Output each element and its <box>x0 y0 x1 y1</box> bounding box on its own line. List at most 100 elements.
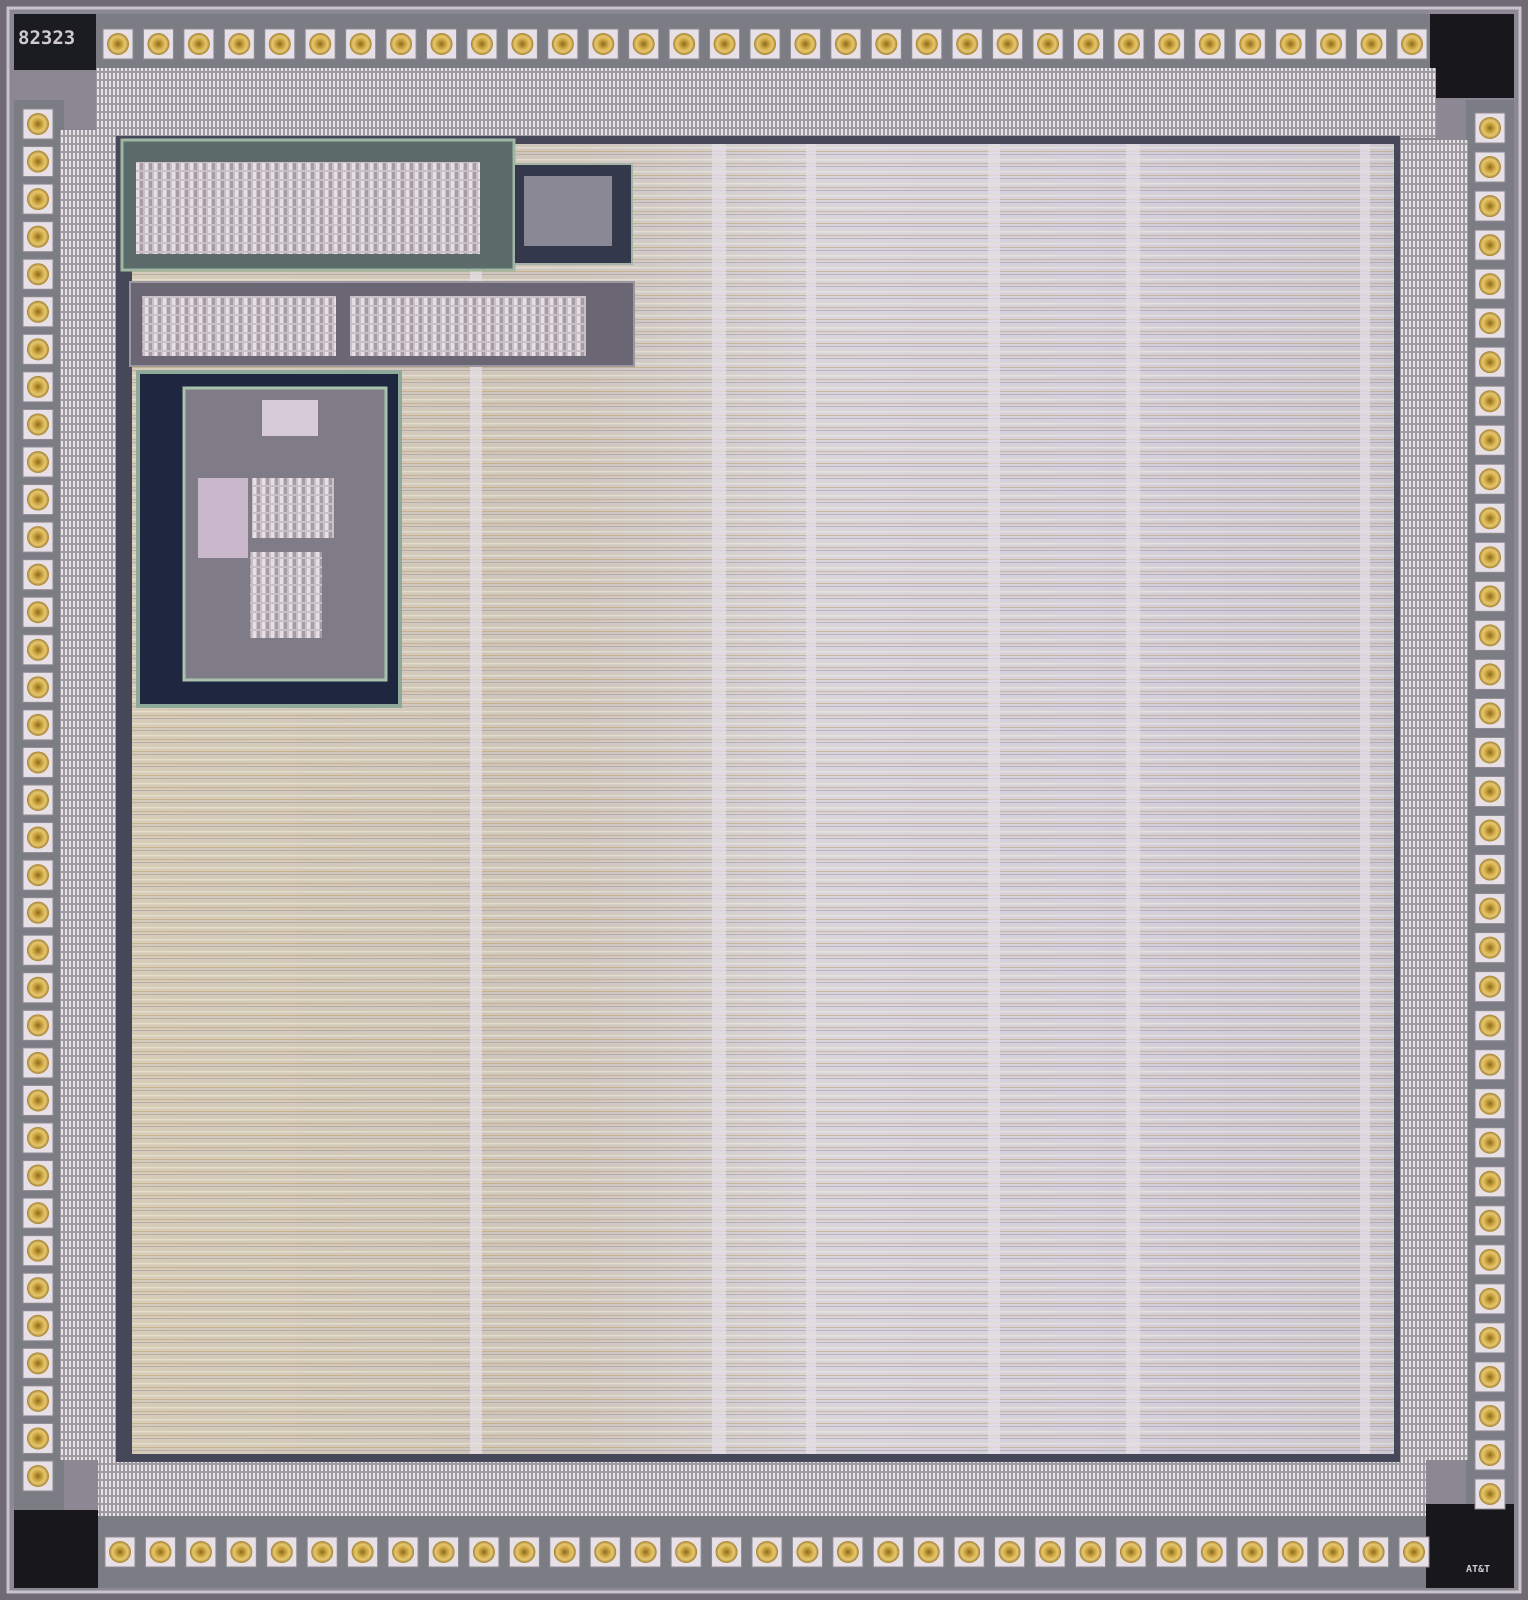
bond-pad-top <box>956 33 979 55</box>
bond-pad-left <box>27 751 49 774</box>
bond-pad-right <box>1479 234 1501 257</box>
bond-pad-right <box>1479 819 1501 842</box>
bond-pad-right <box>1479 780 1501 803</box>
datapath-unit-d <box>262 400 318 436</box>
bond-pad-bottom <box>189 1541 212 1563</box>
bond-pad-bottom <box>1200 1541 1223 1563</box>
bond-pad-bottom <box>917 1541 940 1563</box>
bond-pad-right <box>1479 273 1501 296</box>
bond-pad-left <box>27 1051 49 1074</box>
corner-top-left <box>14 14 96 70</box>
bond-pad-left <box>27 263 49 286</box>
bond-pad-left <box>27 563 49 586</box>
bond-pad-top <box>268 33 291 55</box>
bond-pad-left <box>27 713 49 736</box>
bond-pad-right <box>1479 1131 1501 1154</box>
datapath-unit-c <box>250 552 322 638</box>
bond-pad-left <box>27 1014 49 1037</box>
bond-pad-right <box>1479 156 1501 179</box>
bond-pad-right <box>1479 1248 1501 1271</box>
die-code-label: 82323 <box>18 27 75 49</box>
bond-pad-top <box>915 33 938 55</box>
bond-pad-top <box>1117 33 1140 55</box>
bond-pad-top <box>794 33 817 55</box>
bond-pad-left <box>27 413 49 436</box>
bond-pad-left <box>27 826 49 849</box>
bond-pad-left <box>27 1465 49 1487</box>
bond-pad-top <box>1401 33 1423 55</box>
bond-pad-bottom <box>392 1541 415 1563</box>
bond-pads <box>22 28 1506 1568</box>
bond-pad-top <box>349 33 372 55</box>
bond-pad-bottom <box>1119 1541 1142 1563</box>
bond-pad-left <box>27 1352 49 1375</box>
bond-pad-top <box>470 33 493 55</box>
corner-bottom-left <box>14 1510 98 1588</box>
bond-pad-top <box>430 33 453 55</box>
bond-pad-bottom <box>715 1541 738 1563</box>
bond-pad-bottom <box>513 1541 536 1563</box>
bond-pad-right <box>1479 312 1501 335</box>
bond-pad-bottom <box>149 1541 172 1563</box>
bond-pad-bottom <box>1362 1541 1385 1563</box>
corner-top-right <box>1430 14 1514 98</box>
bond-pad-right <box>1479 663 1501 686</box>
bond-pad-right <box>1479 1483 1501 1505</box>
bond-pad-top <box>754 33 776 55</box>
bond-pad-bottom <box>109 1541 131 1563</box>
bond-pad-bottom <box>796 1541 819 1563</box>
bond-pad-right <box>1479 585 1501 608</box>
io-cells-bottom <box>98 1458 1426 1516</box>
bond-pad-right <box>1479 1014 1501 1037</box>
macro-block-3-cells-a <box>142 296 336 356</box>
bond-pad-right <box>1479 975 1501 998</box>
bond-pad-left <box>27 1389 49 1412</box>
bond-pad-right <box>1479 702 1501 725</box>
bond-pad-left <box>27 1089 49 1112</box>
bond-pad-left <box>27 225 49 248</box>
bond-pad-left <box>27 676 49 699</box>
bond-pad-left <box>27 638 49 661</box>
corner-bottom-right <box>1426 1504 1514 1588</box>
bond-pad-right <box>1479 936 1501 959</box>
bond-pad-right <box>1479 546 1501 569</box>
power-straps <box>470 144 1370 1454</box>
bond-pad-bottom <box>958 1541 981 1563</box>
io-cells-left <box>60 130 120 1460</box>
bond-pad-top <box>996 33 1019 55</box>
bond-pad-right <box>1479 1170 1501 1193</box>
bond-pad-left <box>27 789 49 811</box>
bond-pad-bottom <box>1403 1541 1425 1563</box>
bond-pad-left <box>27 976 49 999</box>
bond-pad-bottom <box>594 1541 617 1563</box>
bond-pad-left <box>27 1314 49 1337</box>
bond-pad-right <box>1479 390 1501 413</box>
bond-pad-bottom <box>1079 1541 1102 1563</box>
io-cells-top <box>96 68 1436 138</box>
bond-pad-bottom <box>836 1541 859 1563</box>
bond-pad-right <box>1479 1365 1501 1388</box>
bond-pad-bottom <box>270 1541 293 1563</box>
bond-pad-left <box>27 1202 49 1225</box>
bond-pad-top <box>632 33 655 55</box>
bond-pad-left <box>27 1277 49 1300</box>
bond-pad-right <box>1479 351 1501 374</box>
bond-pad-bottom <box>634 1541 657 1563</box>
bond-pad-left <box>27 939 49 962</box>
bond-pad-top <box>228 33 251 55</box>
bond-pad-left <box>27 901 49 924</box>
bond-pad-right <box>1479 195 1501 218</box>
bond-pad-top <box>551 33 574 55</box>
datapath-unit-a <box>198 478 248 558</box>
bond-pad-right <box>1479 1092 1501 1115</box>
bond-pad-bottom <box>311 1541 334 1563</box>
bond-pad-right <box>1479 1053 1501 1076</box>
bond-pad-right <box>1479 897 1501 920</box>
bond-pad-top <box>511 33 534 55</box>
bond-pad-right <box>1479 1287 1501 1310</box>
bond-pad-top <box>147 33 170 55</box>
bond-pad-left <box>27 113 49 135</box>
bond-pad-left <box>27 338 49 361</box>
